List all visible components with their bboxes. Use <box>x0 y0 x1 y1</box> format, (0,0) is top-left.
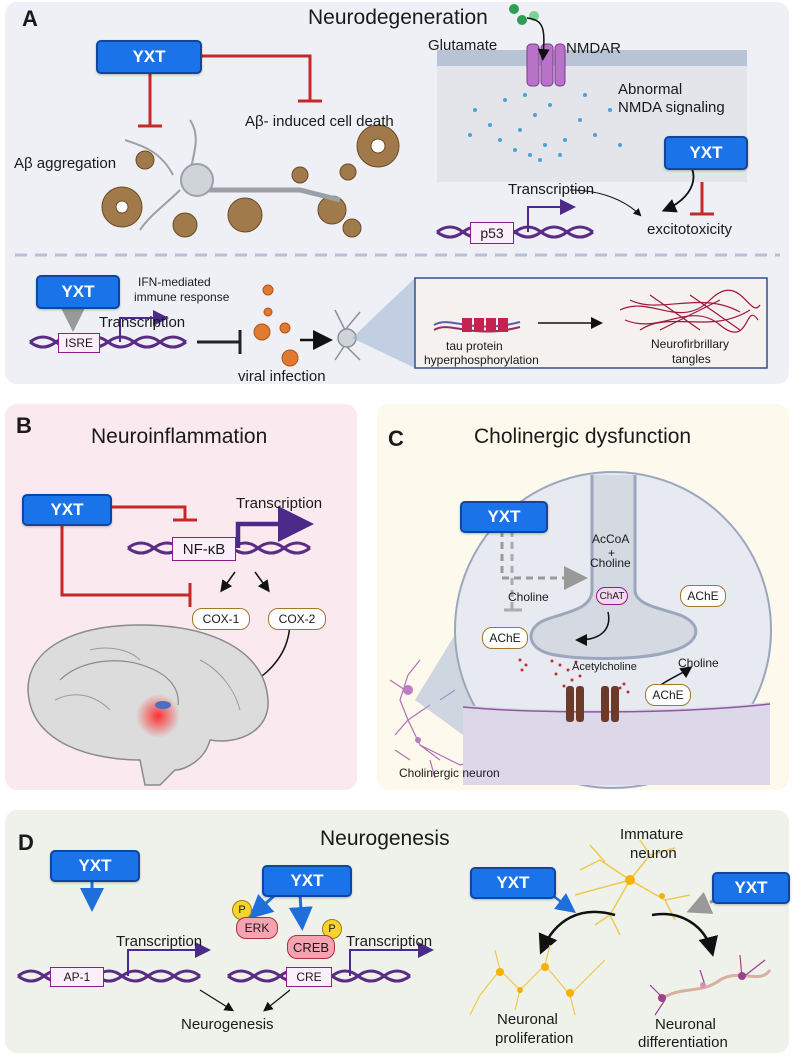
transcription-label-a2: Transcription <box>99 314 186 331</box>
choline-label-top: Choline <box>590 556 631 570</box>
abeta-death-label: Aβ- induced cell death <box>245 113 394 130</box>
zoom-cone <box>352 278 415 368</box>
yxt-box-a2: YXT <box>664 136 748 170</box>
p53-box: p53 <box>470 222 514 244</box>
panel-b-title: Neuroinflammation <box>91 425 268 448</box>
yxt-box-d3: YXT <box>470 867 556 899</box>
acoa-label: AcCoA <box>592 532 630 546</box>
transcription-label-b: Transcription <box>236 495 323 512</box>
cox2-pill: COX-2 <box>268 608 326 630</box>
yxt-box-d1: YXT <box>50 850 140 882</box>
nmdar-receptor <box>526 43 566 87</box>
proliferation-label-1: Neuronal <box>497 1011 558 1028</box>
yxt-box-b: YXT <box>22 494 112 526</box>
abeta-plaques <box>101 124 400 238</box>
erk-pill: ERK <box>236 917 278 939</box>
differentiation-label-1: Neuronal <box>655 1016 716 1033</box>
nmdar-label: NMDAR <box>566 40 621 57</box>
immature-label-2: neuron <box>630 845 677 862</box>
immature-label-1: Immature <box>620 826 684 843</box>
tau-protein <box>433 318 521 333</box>
postsynaptic-membrane <box>463 702 770 785</box>
panel-b-letter: B <box>16 413 32 438</box>
panel-a-title: Neurodegeneration <box>308 6 488 29</box>
panel-a-letter: A <box>22 6 38 31</box>
transcription-label-d1: Transcription <box>116 933 203 950</box>
excitotoxicity-label: excitotoxicity <box>647 221 733 238</box>
plus-label: + <box>608 546 616 560</box>
membrane <box>437 50 747 66</box>
chat-pill: ChAT <box>596 587 628 605</box>
prolif-somas <box>496 963 574 997</box>
cox1-pill: COX-1 <box>192 608 250 630</box>
choline-label-bottom: Choline <box>678 656 719 670</box>
nft-label-2: tangles <box>672 352 711 366</box>
proliferating-neurons <box>469 944 606 1016</box>
abeta-aggregation-label: Aβ aggregation <box>14 155 117 172</box>
ap1-box: AP-1 <box>50 967 104 987</box>
transcription-label-d2: Transcription <box>346 933 433 950</box>
ache-pill-bottom: AChE <box>645 684 691 706</box>
creb-pill: CREB <box>287 935 335 959</box>
glutamate-label: Glutamate <box>428 37 498 54</box>
ache-pill-left: AChE <box>482 627 528 649</box>
receptors-c <box>566 686 619 722</box>
diff-somas <box>658 972 746 1002</box>
panel-b-inhibit-lines <box>60 505 197 607</box>
neurofibrillary-tangles <box>619 289 761 333</box>
panel-d-title: Neurogenesis <box>320 827 450 850</box>
transcription-label-a: Transcription <box>508 181 595 198</box>
yxt-box-d4: YXT <box>712 872 790 904</box>
yxt-box-d2: YXT <box>262 865 352 897</box>
ifn-label-1: IFN-mediated <box>138 275 211 289</box>
panel-d-letter: D <box>18 830 34 855</box>
neuron-a <box>124 119 341 231</box>
presynaptic-terminal <box>529 475 698 660</box>
ache-pill-right: AChE <box>680 585 726 607</box>
acetylcholine-dots <box>518 658 630 694</box>
ion-dots <box>468 93 622 162</box>
ifn-label-2: immune response <box>134 290 230 304</box>
yxt-box-a3: YXT <box>36 275 120 309</box>
tau-label-2: hyperphosphorylation <box>424 353 539 367</box>
proliferation-label-2: proliferation <box>495 1030 574 1047</box>
glutamate-dots <box>509 4 539 25</box>
tau-label-1: tau protein <box>446 339 503 353</box>
dna-ap1 <box>17 969 201 983</box>
immature-somas <box>625 875 665 899</box>
yxt-box-a1: YXT <box>96 40 202 74</box>
differentiated-neurons <box>649 954 772 1016</box>
brain-illustration <box>27 624 269 786</box>
differentiation-label-2: differentiation <box>638 1034 728 1051</box>
abnormal-label-2: NMDA signaling <box>618 99 725 116</box>
yxt-box-c: YXT <box>460 501 548 533</box>
cre-box: CRE <box>286 967 332 987</box>
immature-neuron <box>574 839 691 936</box>
virus-particles <box>253 284 299 367</box>
isre-box: ISRE <box>58 333 100 353</box>
choline-label-mid: Choline <box>508 590 549 604</box>
acetylcholine-label: Acetylcholine <box>572 661 637 673</box>
viral-infection-label: viral infection <box>238 368 326 385</box>
dna-p53 <box>436 225 594 239</box>
cholinergic-neuron-label: Cholinergic neuron <box>399 766 500 780</box>
panel-c-title: Cholinergic dysfunction <box>474 425 692 448</box>
nft-label-1: Neurofirbrillary <box>651 337 730 351</box>
panel-c-letter: C <box>388 426 404 451</box>
neurogenesis-label: Neurogenesis <box>181 1016 274 1033</box>
nfkb-box: NF-κB <box>172 537 236 561</box>
abnormal-label-1: Abnormal <box>618 81 683 98</box>
dna-isre <box>29 335 187 349</box>
